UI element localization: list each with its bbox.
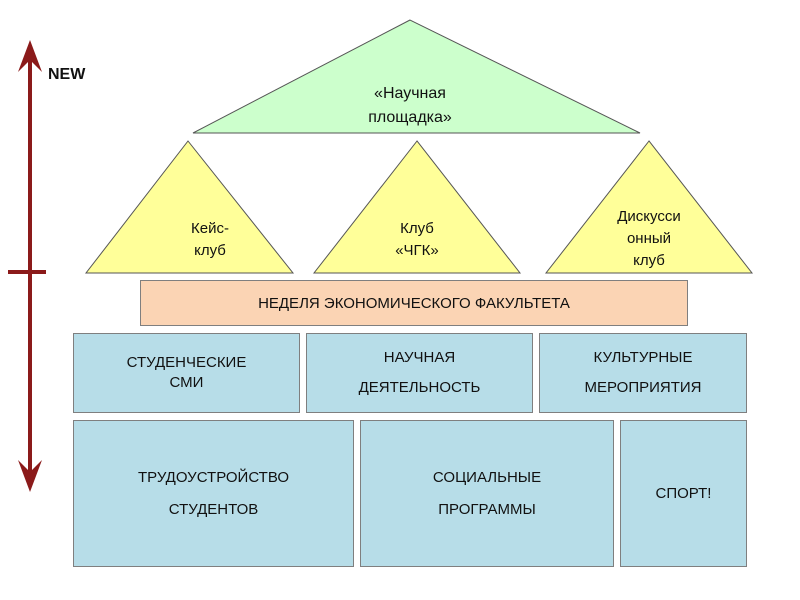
roof-triangle: [192, 19, 641, 134]
employment-box: ТРУДОУСТРОЙСТВО СТУДЕНТОВ: [73, 420, 354, 567]
club-label-chgk: Клуб «ЧГК»: [395, 220, 439, 259]
student-media-box: СТУДЕНЧЕСКИЕ СМИ: [73, 333, 300, 413]
new-label: NEW: [48, 66, 86, 83]
social-programs-box: СОЦИАЛЬНЫЕ ПРОГРАММЫ: [360, 420, 614, 567]
arrow-down-icon: [18, 460, 42, 492]
club-triangle-discussion: [544, 140, 754, 274]
club-label-case: Кейс- клуб: [191, 220, 229, 259]
arrow-up-icon: [18, 40, 42, 72]
sport-box: СПОРТ!: [620, 420, 747, 567]
club-label-discussion: Дискусси онный клуб: [617, 208, 681, 269]
club-triangle-case: [84, 140, 295, 274]
roof-label: «Научная площадка»: [368, 85, 452, 126]
scientific-activity-box: НАУЧНАЯ ДЕЯТЕЛЬНОСТЬ: [306, 333, 533, 413]
cultural-events-box: КУЛЬТУРНЫЕ МЕРОПРИЯТИЯ: [539, 333, 747, 413]
faculty-week-band: НЕДЕЛЯ ЭКОНОМИЧЕСКОГО ФАКУЛЬТЕТА: [140, 280, 688, 326]
club-triangle-chgk: [312, 140, 522, 274]
